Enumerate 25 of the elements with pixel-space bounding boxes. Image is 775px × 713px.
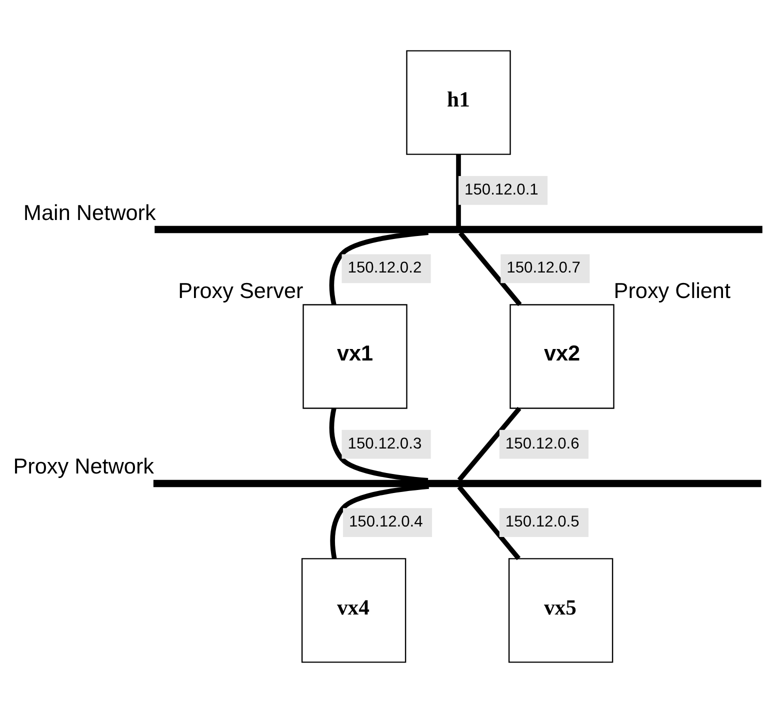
edge-label: 150.12.0.3 bbox=[348, 435, 422, 452]
node-bar bbox=[154, 226, 762, 234]
edge-label: 150.12.0.1 bbox=[464, 182, 538, 199]
connector bbox=[457, 406, 522, 482]
node-box: h1 bbox=[406, 50, 511, 155]
node-box: vx2 bbox=[510, 304, 614, 409]
edge-label: 150.12.0.7 bbox=[506, 260, 581, 277]
edge-label: 150.12.0.2 bbox=[348, 260, 422, 277]
node-label: Proxy Server bbox=[178, 278, 304, 304]
node-box: vx4 bbox=[301, 558, 406, 663]
connector bbox=[329, 230, 428, 306]
connector bbox=[330, 484, 430, 560]
edge-label: 150.12.0.6 bbox=[505, 435, 580, 452]
connector bbox=[456, 154, 461, 226]
node-bar bbox=[153, 480, 762, 488]
node-label: Proxy Client bbox=[614, 278, 730, 304]
node-label: Proxy Network bbox=[13, 454, 154, 479]
connector bbox=[329, 408, 428, 483]
edge-label: 150.12.0.5 bbox=[505, 514, 580, 531]
edge-label: 150.12.0.4 bbox=[348, 514, 423, 531]
connector bbox=[457, 485, 521, 560]
node-box: vx1 bbox=[302, 304, 408, 409]
node-label: Main Network bbox=[23, 200, 156, 225]
connector bbox=[458, 231, 522, 306]
node-box: vx5 bbox=[508, 558, 614, 663]
